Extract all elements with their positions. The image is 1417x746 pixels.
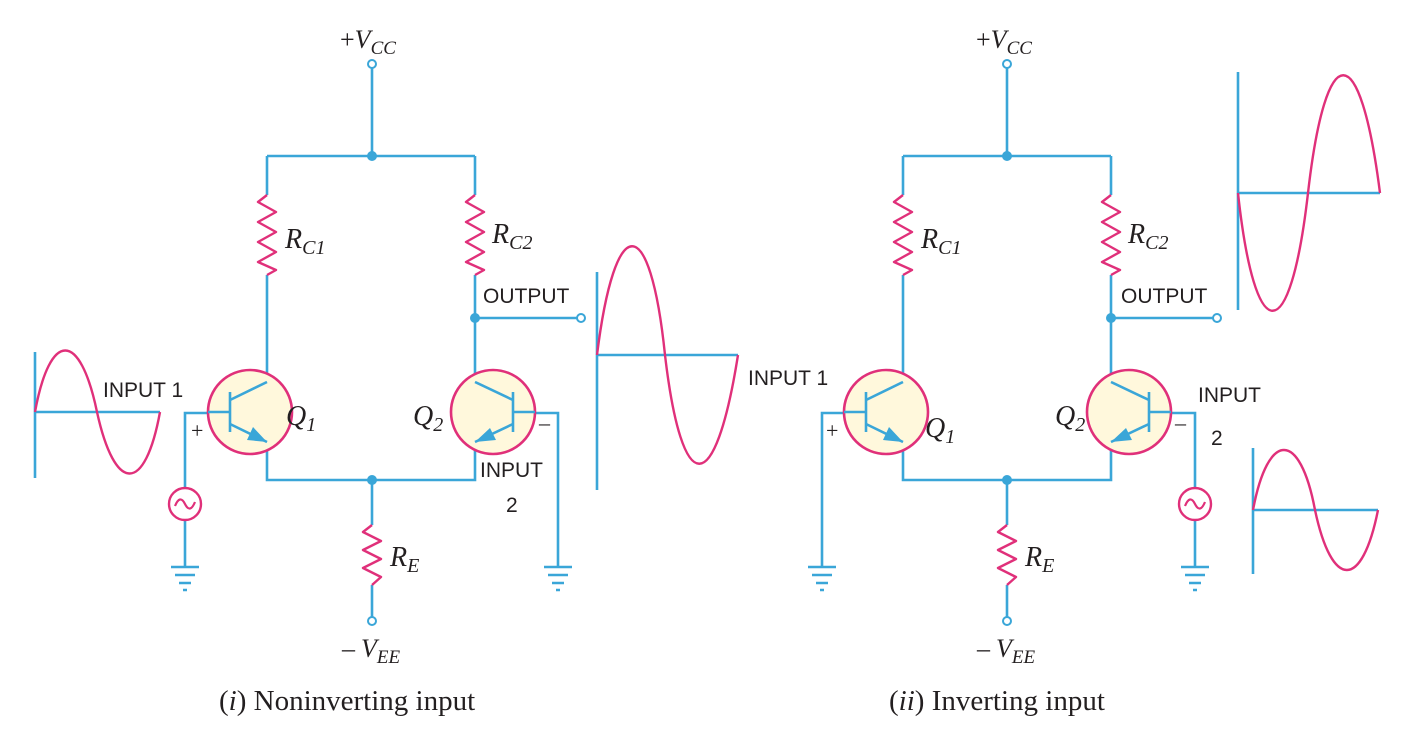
minus-sign: – xyxy=(1174,410,1187,435)
resistor-rc2 xyxy=(1100,194,1122,277)
output-label: OUTPUT xyxy=(1121,285,1208,308)
input1-label: INPUT 1 xyxy=(748,367,828,390)
circuit-inverting: +VCC –VEE RC1 RC2 RE Q1 Q2 INPUT 1 INPUT… xyxy=(748,25,1382,717)
vcc-terminal xyxy=(1002,59,1012,69)
input2-label-line1: INPUT xyxy=(1198,384,1261,407)
output-waveform xyxy=(1236,72,1382,312)
plus-sign: + xyxy=(191,418,203,443)
vee-label: –VEE xyxy=(976,634,1035,668)
junction-output xyxy=(1106,313,1116,323)
ground-icon xyxy=(171,565,199,592)
wires xyxy=(183,68,577,617)
output-terminal xyxy=(1212,313,1222,323)
q1-label: Q1 xyxy=(925,413,955,448)
vcc-terminal xyxy=(367,59,377,69)
junction-top xyxy=(367,151,377,161)
caption-noninverting: (i) Noninverting input xyxy=(219,685,475,717)
ac-source-icon xyxy=(167,486,203,522)
vee-label: –VEE xyxy=(341,634,400,668)
input-waveform xyxy=(33,349,162,478)
rc1-label: RC1 xyxy=(920,224,961,259)
vee-terminal xyxy=(1002,616,1012,626)
output-label: OUTPUT xyxy=(483,285,570,308)
vcc-label: +VCC xyxy=(976,25,1032,59)
transistor-q2 xyxy=(1085,368,1173,456)
plus-sign: + xyxy=(826,418,838,443)
ground-icon xyxy=(1181,565,1209,592)
circuit-noninverting: +VCC –VEE RC1 RC2 RE Q1 Q2 INPUT 1 INPUT… xyxy=(33,25,740,717)
wires xyxy=(820,68,1213,617)
q2-label: Q2 xyxy=(413,401,443,436)
caption-inverting: (ii) Inverting input xyxy=(889,685,1105,717)
resistor-rc2 xyxy=(464,194,486,277)
minus-sign: – xyxy=(538,410,551,435)
resistor-rc1 xyxy=(256,194,278,277)
junction-bottom xyxy=(367,475,377,485)
input2-label-line2: 2 xyxy=(506,494,518,517)
resistor-rc1 xyxy=(892,194,914,277)
re-label: RE xyxy=(389,542,419,577)
re-label: RE xyxy=(1024,542,1054,577)
q1-label: Q1 xyxy=(286,401,316,436)
transistor-q2 xyxy=(449,368,537,456)
resistor-re xyxy=(996,524,1018,586)
junction-output xyxy=(470,313,480,323)
ground-icon xyxy=(544,565,572,592)
output-waveform xyxy=(595,245,740,490)
q2-label: Q2 xyxy=(1055,401,1085,436)
transistor-q1 xyxy=(206,368,294,456)
vcc-label: +VCC xyxy=(340,25,396,59)
input2-label-line1: INPUT xyxy=(480,459,543,482)
resistor-re xyxy=(361,524,383,586)
transistor-q1 xyxy=(842,368,930,456)
junction-top xyxy=(1002,151,1012,161)
ground-icon xyxy=(808,565,836,592)
input2-label-line2: 2 xyxy=(1211,427,1223,450)
vee-terminal xyxy=(367,616,377,626)
rc2-label: RC2 xyxy=(491,219,532,254)
rc2-label: RC2 xyxy=(1127,219,1168,254)
junction-bottom xyxy=(1002,475,1012,485)
rc1-label: RC1 xyxy=(284,224,325,259)
ac-source-icon xyxy=(1177,486,1213,522)
input1-label: INPUT 1 xyxy=(103,379,183,402)
output-terminal xyxy=(576,313,586,323)
input-waveform xyxy=(1251,448,1380,574)
